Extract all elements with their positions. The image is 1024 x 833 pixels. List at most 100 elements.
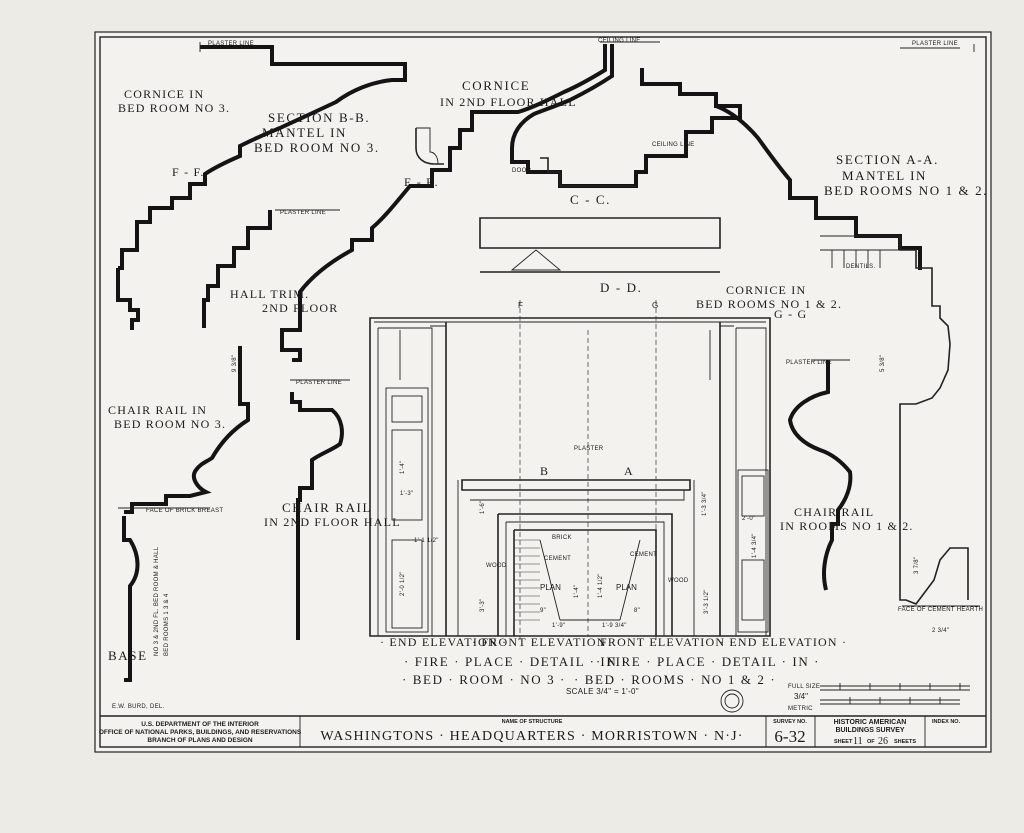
chair-rail-rooms-profile (787, 359, 853, 591)
dim-1: 9 3/8" (232, 355, 238, 372)
label-gg: G - G (774, 307, 807, 321)
letter-f: F (518, 301, 523, 310)
dim-19: 2'-0" (742, 516, 755, 522)
hall-trim-line1: HALL TRIM. (230, 287, 309, 301)
cornice-bedroom-3-profile (118, 42, 407, 270)
sheet-number: 11 (853, 736, 863, 747)
dim-17: 1'-9" (552, 623, 565, 629)
scale-label: SCALE 3/4" = 1'-0" (566, 687, 639, 696)
brick-label: BRICK (552, 535, 572, 541)
section-aa-profile (642, 44, 975, 270)
drawn-by: E.W. BURD, DEL. (112, 704, 165, 710)
cement-label-1: CEMENT (544, 556, 571, 562)
label-dd: D - D. (600, 280, 642, 295)
dim-14: 1'-4 3/4" (752, 533, 758, 558)
dim-15: 9" (540, 608, 546, 614)
caption-end-elevation-1: · END ELEVATION · (380, 635, 507, 649)
dim-4: 2 3/4" (932, 628, 949, 634)
caption-end-elevation-2: · END ELEVATION · (720, 635, 847, 649)
dim-12: 1'-4" (574, 585, 580, 598)
dim-5: 1'-4" (400, 461, 406, 474)
letter-g: G (652, 301, 658, 310)
plaster-line-mid: PLASTER LINE (280, 210, 326, 216)
plaster-label: PLASTER (574, 446, 604, 452)
chair-rail-rooms12-line2: IN ROOMS NO 1 & 2. (780, 519, 914, 533)
dim-2: 5 3/8" (880, 355, 886, 372)
section-bb-line1: SECTION B-B. (268, 110, 370, 125)
full-size-label: FULL SIZE (788, 684, 820, 690)
cement-label-2: CEMENT (630, 552, 657, 558)
section-bb-line2: MANTEL IN (262, 125, 347, 140)
outer-border (94, 31, 992, 753)
survey-number: 6-32 (774, 727, 805, 746)
dim-20: 1'-1 1/2" (414, 538, 439, 544)
plaster-line-left: PLASTER LINE (296, 380, 342, 386)
ceiling-line-top: CEILING LINE (598, 38, 641, 44)
caption-front-elevation-2: FRONT ELEVATION · (600, 635, 735, 649)
face-brick-label: FACE OF BRICK BREAST (146, 508, 223, 514)
plan-label-1: PLAN (540, 583, 561, 592)
metric-label: METRIC (788, 706, 813, 712)
survey-no-caption: SURVEY NO. (773, 719, 807, 725)
plaster-line-right: PLASTER LINE (786, 360, 832, 366)
face-cement-label: FACE OF CEMENT HEARTH (898, 607, 983, 613)
base-note-1: NO 3 & 2ND FL. BED ROOM & HALL (154, 546, 160, 656)
letter-a: A (624, 464, 634, 478)
section-aa-line2: MANTEL IN (842, 168, 927, 183)
hall-trim-profile (202, 209, 340, 328)
chair-rail-rooms12-line1: CHAIR RAIL (794, 505, 874, 519)
dim-16: 8" (634, 608, 640, 614)
dim-3: 3 7/8" (914, 557, 920, 574)
chair-rail-bedroom-3-profile (124, 346, 250, 514)
habs-line-1: HISTORIC AMERICAN (834, 719, 907, 726)
dim-10: 3'-3" (480, 599, 486, 612)
three-quarter-label: 3/4" (794, 692, 808, 701)
habs-line-2: BUILDINGS SURVEY (835, 727, 904, 734)
caption-bed-room-3: · BED · ROOM · NO 3 · (402, 672, 566, 687)
sheet-prefix: SHEET (834, 739, 853, 745)
base-label: BASE (108, 648, 148, 663)
section-aa-line3: BED ROOMS NO 1 & 2. (824, 183, 988, 198)
hall-trim-line2: 2ND FLOOR (262, 301, 338, 315)
name-of-structure-caption: NAME OF STRUCTURE (502, 719, 563, 725)
dim-6: 1'-3" (400, 491, 413, 497)
cornice-bedroom3-line1: CORNICE IN (124, 87, 204, 101)
section-cc-profile (540, 157, 636, 187)
section-ee-profile (415, 127, 444, 165)
wood-label-2: WOOD (668, 578, 689, 584)
wood-label-1: WOOD (486, 563, 507, 569)
dentils-label: DENTILS. (846, 264, 875, 270)
sheet-of: OF (867, 739, 875, 745)
caption-fire-place-detail-1: · FIRE · PLACE · DETAIL · IN · (404, 654, 628, 669)
dim-13: 1'-4 1/2" (598, 573, 604, 598)
chair-rail-hall-line1: CHAIR RAIL (282, 500, 372, 515)
inner-border (99, 36, 987, 748)
chair-rail-bedroom3-line2: BED ROOM NO 3. (114, 417, 226, 431)
agency-line-2: OFFICE OF NATIONAL PARKS, BUILDINGS, AND… (99, 729, 302, 736)
title-block (100, 715, 986, 747)
caption-fire-place-detail-2: · FIRE · PLACE · DETAIL · IN · (596, 654, 820, 669)
cornice-hall-line2: IN 2ND FLOOR HALL (440, 95, 577, 109)
section-dd-profile (479, 217, 721, 273)
caption-front-elevation-1: · FRONT ELEVATION · (472, 635, 616, 649)
plan-label-2: PLAN (616, 583, 637, 592)
sheet-total: 26 (878, 736, 888, 747)
base-note-2: BED ROOMS 1 3 & 4 (164, 593, 170, 656)
dim-18: 1'-9 3/4" (602, 623, 627, 629)
cornice-rooms12-line2: BED ROOMS NO 1 & 2. (696, 297, 842, 311)
base-profile (118, 507, 210, 682)
index-no-caption: INDEX NO. (932, 719, 961, 725)
letter-b: B (540, 464, 549, 478)
cornice-hall-line1: CORNICE (462, 78, 530, 93)
structure-name: WASHINGTONS · HEADQUARTERS · MORRISTOWN … (320, 729, 743, 744)
right-section-detail (820, 235, 980, 607)
plaster-line-top-left: PLASTER LINE (208, 41, 254, 47)
sheets-suffix: SHEETS (894, 739, 916, 745)
ceiling-line-mid: CEILING LINE (652, 142, 695, 148)
label-ff: F - F. (172, 165, 205, 179)
caption-bed-rooms-12: · BED · ROOMS · NO 1 & 2 · (574, 672, 776, 687)
section-aa-line1: SECTION A-A. (836, 152, 939, 167)
chair-rail-bedroom3-line1: CHAIR RAIL IN (108, 403, 207, 417)
dim-7: 1'-6" (480, 501, 486, 514)
